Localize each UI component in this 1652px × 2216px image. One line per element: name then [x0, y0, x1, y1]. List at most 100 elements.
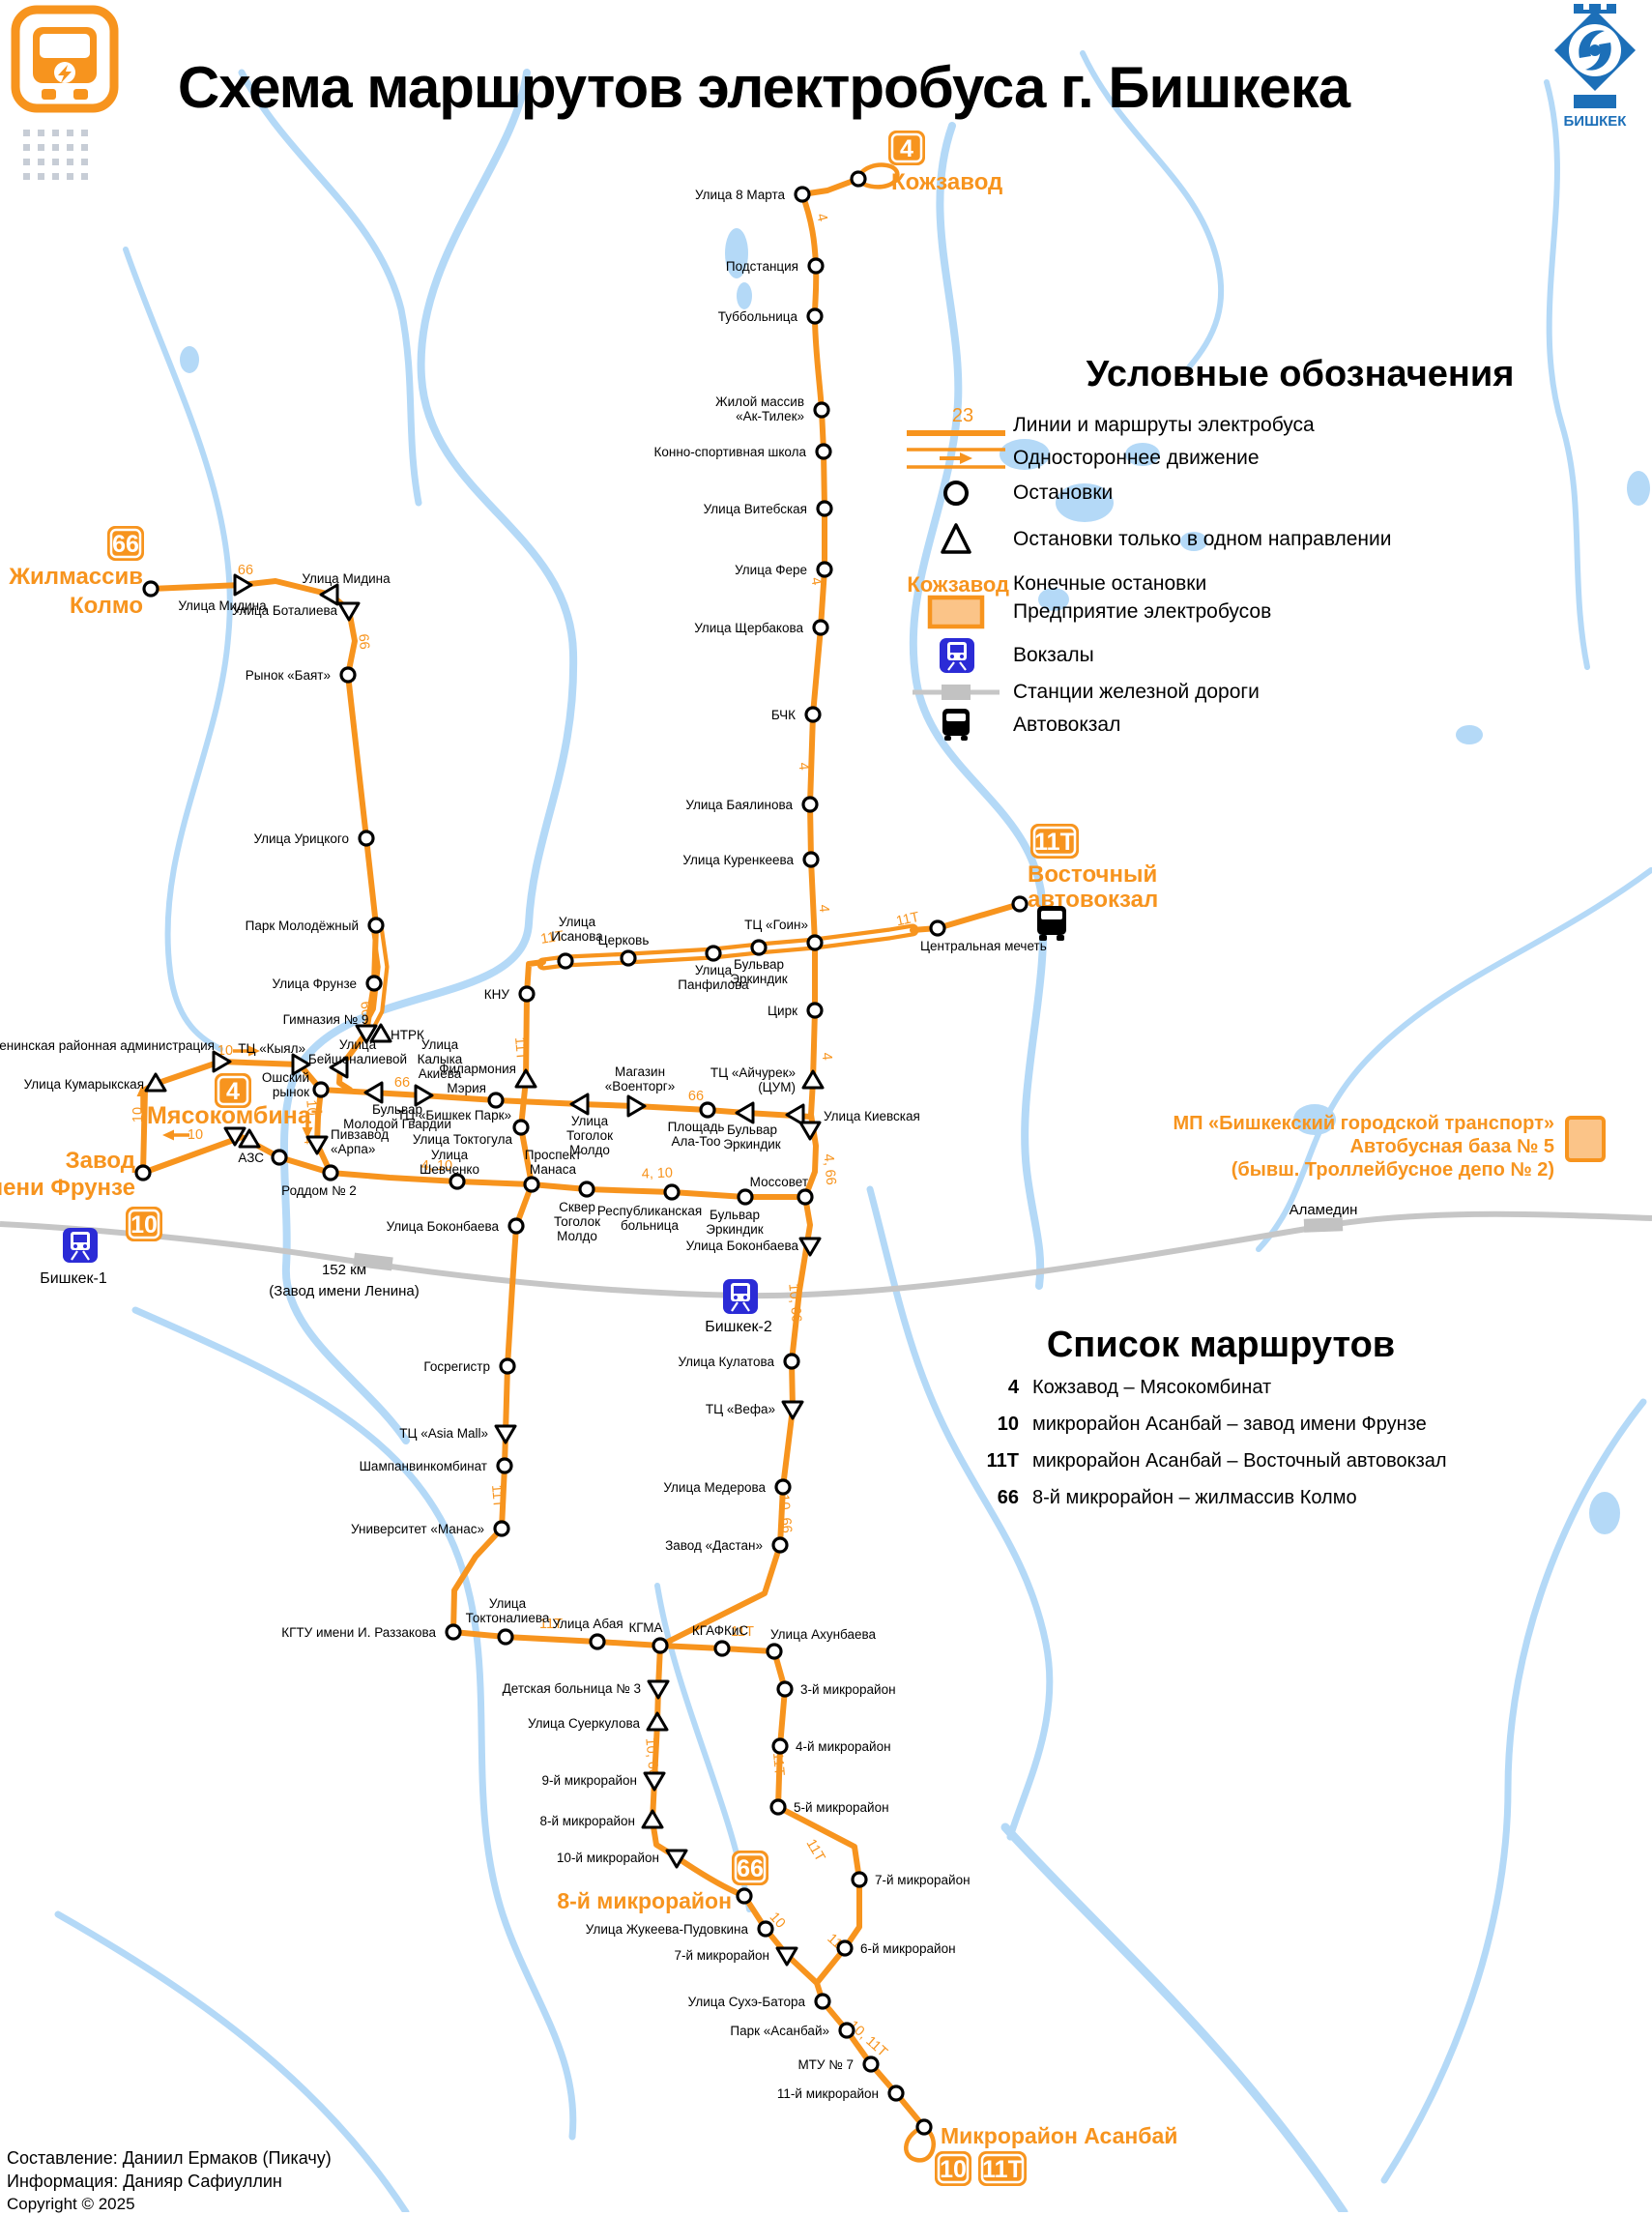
route-number-label: 4 — [813, 212, 830, 223]
depot-label: Автобусная база № 5 — [1349, 1136, 1554, 1157]
stop-label: Бейшеналиевой — [308, 1052, 407, 1066]
stop-label: Моссовет — [750, 1175, 808, 1189]
city-blocks-dot — [81, 144, 88, 151]
stop-circle — [663, 1183, 681, 1201]
stop-label: Улица Токтогула — [413, 1132, 513, 1147]
route-badge-inner — [980, 2153, 1025, 2184]
legend-item-label: Вокзалы — [1013, 644, 1094, 666]
stop-label: Жилой массив — [715, 394, 804, 409]
route-badge — [732, 1851, 768, 1885]
stop-label: Ошский — [262, 1070, 309, 1085]
stop-label: Парк Молодёжный — [246, 918, 359, 933]
route-number-label: 11Т — [488, 1484, 506, 1508]
stop-label: Улица — [695, 963, 733, 977]
stop-label: АЗС — [238, 1151, 264, 1165]
route-number-label: 4 — [816, 904, 832, 913]
city-blocks-dot — [67, 173, 73, 180]
lake — [1456, 725, 1483, 744]
route-description: микрорайон Асанбай – Восточный автовокза… — [1032, 1450, 1447, 1472]
bus-station-icon — [1057, 935, 1064, 941]
stop-label: Конно-спортивная школа — [654, 445, 807, 459]
legend-item: Одностороннее движение — [899, 439, 1260, 478]
stop-label: Шевченко — [420, 1162, 479, 1177]
route-badge-number: 66 — [112, 531, 139, 558]
stop-circle — [578, 1181, 595, 1198]
rail-terminal-icon — [83, 1244, 87, 1248]
stop-label: КНУ — [484, 987, 510, 1002]
stop-label: Калыка — [418, 1052, 463, 1066]
legend-item-label: Автовокзал — [1013, 714, 1121, 736]
bus-station-icon — [1039, 935, 1047, 941]
stop-circle — [512, 1119, 530, 1136]
stop-label: Завод «Дастан» — [665, 1538, 763, 1553]
lake — [737, 282, 752, 309]
route-number-label: 11Т — [895, 910, 921, 930]
stop-circle — [737, 1188, 754, 1206]
terminal-sample-name: Кожзавод — [907, 572, 1009, 597]
bus-station-icon — [1041, 911, 1062, 919]
route-description: микрорайон Асанбай – завод имени Фрунзе — [1032, 1414, 1427, 1435]
stop-label: Улица Щербакова — [694, 621, 803, 635]
legend-item: Станции железной дороги — [899, 673, 1260, 712]
railway-halt — [353, 1252, 393, 1271]
railway-label: (Завод имени Ленина) — [269, 1283, 419, 1299]
stop-circle — [507, 1217, 525, 1235]
stop-label: Детская больница № 3 — [503, 1681, 641, 1696]
stop-label: Улица Боталиева — [232, 603, 338, 618]
stop-triangle — [355, 1024, 378, 1044]
stop-label: ТЦ «Asia Mall» — [399, 1426, 488, 1441]
route-badge — [978, 2151, 1027, 2186]
route-badge-inner — [1032, 826, 1077, 857]
city-blocks-dot — [23, 144, 30, 151]
stop-circle — [929, 919, 946, 937]
stop-triangle — [337, 601, 361, 622]
stop-label: ТЦ «Гоин» — [744, 918, 808, 932]
city-blocks-dot — [38, 130, 44, 136]
route-line-11t — [450, 959, 862, 1986]
stop-circle-symbol — [899, 474, 1013, 512]
stop-label: Бульвар — [710, 1208, 760, 1222]
stop-circle — [358, 830, 375, 847]
railway-label: Аламедин — [1290, 1202, 1358, 1218]
stop-label: 4-й микрорайон — [796, 1739, 891, 1754]
stop-label: 3-й микрорайон — [800, 1682, 896, 1697]
legend-item: Остановки только в одном направлении — [899, 520, 1392, 559]
stop-circle — [807, 257, 825, 275]
stop-label: Улица Абая — [552, 1617, 623, 1631]
stop-circle — [801, 796, 819, 813]
stop-circle — [776, 1680, 794, 1698]
route-number-label: 4 — [819, 1052, 835, 1061]
stop-label: Тоголок — [554, 1214, 600, 1229]
route-number-label: 10, 66 — [785, 1283, 803, 1324]
stop-label: 8-й микрорайон — [539, 1814, 635, 1828]
route-badge-inner — [217, 1075, 249, 1106]
stop-label: КГМА — [628, 1620, 662, 1635]
route-line-symbol: 23 — [899, 406, 1013, 445]
terminal-name: Колмо — [70, 593, 143, 619]
stop-circle — [813, 401, 830, 419]
stop-label: Бульвар — [372, 1102, 422, 1117]
stop-circle — [794, 186, 811, 203]
legend-item: Вокзалы — [899, 636, 1094, 675]
rail-station-label: Бишкек-2 — [705, 1319, 772, 1335]
stop-label: НТРК — [391, 1028, 424, 1042]
stop-label: Площадь — [668, 1120, 725, 1134]
stop-triangle — [494, 1424, 517, 1444]
stop-label: Магазин — [615, 1064, 665, 1079]
lake — [1000, 439, 1050, 470]
river — [1256, 867, 1652, 1252]
stop-label: Панфилова — [678, 977, 749, 992]
stop-circle — [699, 1101, 716, 1119]
stop-triangle — [646, 1711, 669, 1732]
terminal-name: Микрорайон Асанбай — [941, 2123, 1177, 2148]
lake — [1125, 443, 1160, 466]
route-number-label: 4 — [796, 762, 812, 771]
route-line-11t-east — [910, 901, 1023, 933]
route-list-title: Список маршрутов — [1046, 1325, 1396, 1365]
stop-label: Улица Мидина — [302, 571, 391, 586]
rail-station-label: Бишкек-1 — [40, 1270, 107, 1287]
route-number-label: 10 — [188, 1127, 203, 1143]
stop-circle — [769, 1798, 787, 1816]
route-number-label: 4 — [807, 576, 824, 587]
